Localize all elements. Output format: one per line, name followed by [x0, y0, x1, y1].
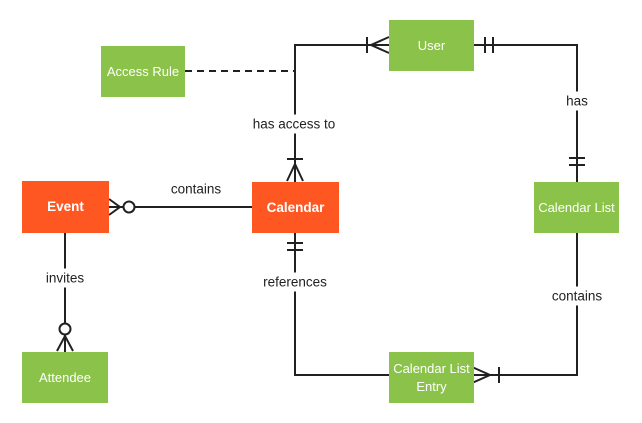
entity-label: Attendee: [38, 369, 92, 385]
entity-access-rule: Access Rule: [101, 46, 185, 97]
entity-label: User: [417, 37, 446, 53]
entity-calendar: Calendar: [252, 182, 339, 233]
connector-line: [294, 44, 389, 182]
line-has-access-to: [286, 36, 390, 182]
entity-label: Calendar List Entry: [393, 360, 470, 394]
line-invites: [56, 233, 74, 352]
relationship-label-has-access-to: has access to: [248, 114, 340, 134]
relationship-label-invites: invites: [41, 268, 89, 288]
relationship-label-references: references: [259, 272, 331, 292]
entity-attendee: Attendee: [22, 352, 108, 403]
relationship-label-has: has: [562, 91, 592, 111]
zero-circle-icon: [58, 322, 72, 336]
connector-line: [474, 44, 578, 182]
line-has: [474, 37, 585, 182]
line-contains-events: [108, 198, 252, 216]
entity-label: Calendar List: [538, 199, 615, 215]
entity-calendar-list-entry: Calendar List Entry: [389, 352, 474, 403]
relationship-label-contains-events: contains: [166, 179, 226, 199]
connector-line: [294, 233, 389, 376]
entity-label: Event: [47, 199, 84, 214]
crows-foot-many-icon: [368, 36, 390, 54]
entity-event: Event: [22, 181, 109, 233]
relationship-label-contains-entries: contains: [547, 286, 607, 306]
crows-foot-many-icon: [108, 198, 122, 216]
zero-circle-icon: [122, 200, 136, 214]
crows-foot-many-icon: [286, 161, 304, 182]
entity-label: Calendar: [266, 199, 325, 215]
line-contains-entries: [471, 233, 578, 384]
connector-line: [472, 233, 578, 376]
crows-foot-many-icon: [471, 366, 493, 384]
crows-foot-many-icon: [56, 333, 74, 352]
entity-user: User: [389, 20, 474, 71]
entity-label: Access Rule: [106, 63, 180, 79]
entity-calendar-list: Calendar List: [534, 182, 619, 233]
line-references: [287, 233, 389, 376]
